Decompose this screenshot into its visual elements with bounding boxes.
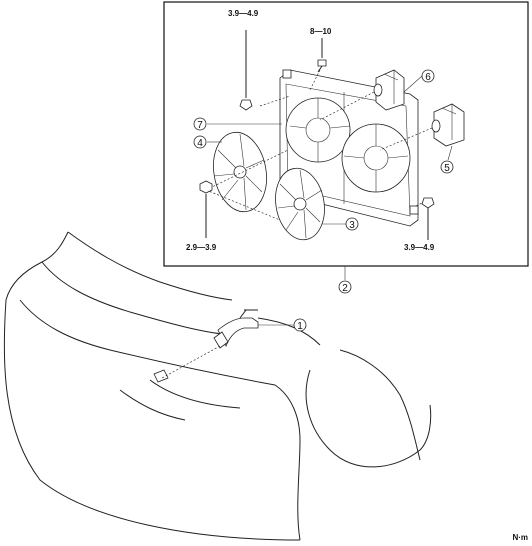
fan-blade-right [275, 167, 325, 241]
bolt-top-left [239, 30, 253, 111]
svg-text:4: 4 [197, 138, 203, 149]
svg-text:5: 5 [444, 163, 450, 174]
nut-left [199, 180, 213, 238]
torque-label-right-bolt: 3.9—4.9 [404, 243, 435, 252]
svg-text:2: 2 [342, 283, 348, 294]
radiator-hose [153, 309, 259, 383]
bolt-right [421, 197, 435, 240]
callout-3: 3 [345, 217, 359, 231]
callout-2: 2 [338, 280, 352, 294]
callout-1: 1 [293, 318, 307, 332]
fan-blade-left [213, 131, 267, 213]
fan-motor-upper [373, 69, 405, 111]
torque-label-top-small-bolt: 8—10 [310, 27, 332, 36]
bolt-top-small [317, 38, 327, 73]
svg-text:7: 7 [197, 120, 203, 131]
detail-frame [163, 1, 529, 267]
svg-text:3: 3 [349, 220, 355, 231]
svg-text:6: 6 [425, 72, 431, 83]
callout-4: 4 [193, 135, 207, 149]
fan-motor-lower [431, 103, 465, 147]
unit-label: N·m [512, 533, 528, 542]
torque-label-top-left-bolt: 3.9—4.9 [228, 9, 259, 18]
callout-5: 5 [440, 160, 454, 174]
front-bumper-outline [3, 231, 432, 541]
callout-7: 7 [193, 117, 207, 131]
callout-6: 6 [421, 69, 435, 83]
torque-label-left-nut: 2.9—3.9 [186, 243, 217, 252]
svg-text:1: 1 [297, 321, 303, 332]
